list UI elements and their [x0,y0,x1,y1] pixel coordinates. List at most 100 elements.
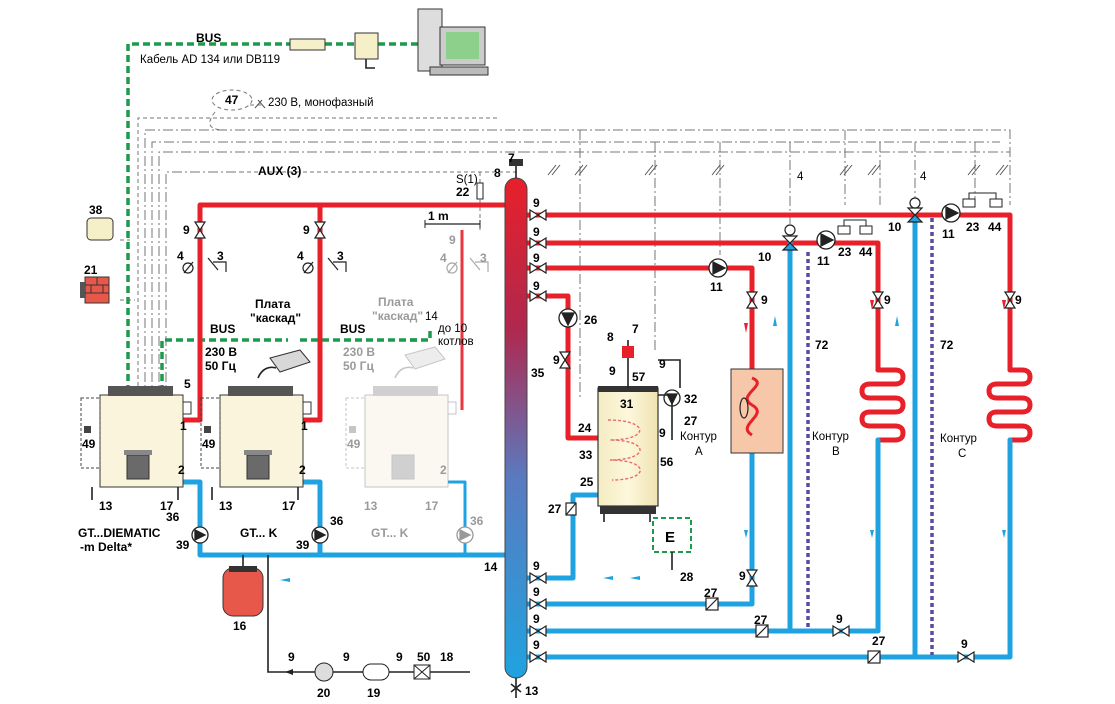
contour-a-letter: A [695,446,703,458]
label-3-c: 3 [480,251,487,265]
power-50-b: 50 Гц [343,359,374,373]
label-10-c: 10 [888,220,902,234]
label-4-c: 4 [440,251,447,265]
contour-b-word: Контур [812,431,849,443]
label-9-tank3: 9 [659,357,666,371]
label-28: 28 [680,570,694,584]
bus-label-mid2: BUS [340,322,365,336]
label-72-c: 72 [940,338,954,352]
label-9-cc-bottom: 9 [961,637,968,651]
label-9-sep5: 9 [533,559,540,573]
computer [417,8,489,76]
label-9-ca: 9 [761,293,768,307]
bus-lines [126,42,432,392]
label-9-sep8: 9 [533,638,540,652]
label-23-b: 23 [838,245,852,259]
label-27-c: 27 [872,634,886,648]
label-49-b: 49 [202,437,216,451]
dhw-tank [597,340,681,522]
pumps [191,203,961,544]
cable-label: Кабель AD 134 или DB119 [140,54,280,66]
label-8-top: 8 [494,166,501,180]
label-9-sep4: 9 [533,279,540,293]
label-36-a: 36 [166,510,180,524]
label-11-c: 11 [942,227,955,241]
plate-label-b2: "каскад" [372,309,423,323]
label-9-sep6: 9 [533,585,540,599]
cascade-board-1 [257,349,311,379]
expansion-vessel [222,555,264,617]
label-47: 47 [225,93,239,107]
label-27-tank: 27 [548,502,562,516]
label-21: 21 [84,263,98,277]
label-13-a: 13 [99,499,113,513]
label-13-c: 13 [364,499,378,513]
label-9-sep1: 9 [533,196,540,210]
cascade-board-2 [394,346,446,379]
plate-label-b1: Плата [378,295,414,309]
label-14-bottom: 14 [484,560,498,574]
boiler-1 [80,386,192,500]
label-72-b: 72 [815,338,829,352]
label-9-tank2: 9 [609,364,616,378]
label-10-b: 10 [758,250,772,264]
label-49-c: 49 [347,437,361,451]
label-18: 18 [440,650,454,664]
label-9-b: 9 [303,223,310,237]
contour-b-letter: B [832,446,840,458]
label-7-tank: 7 [632,322,639,336]
mixing-valves-10 [781,197,924,251]
e-box-label: E [665,529,675,546]
safety-groups [182,257,489,274]
label-57: 57 [632,370,646,384]
control-wiring [120,89,1011,400]
label-9-cb: 9 [884,293,891,307]
label-39-b: 39 [296,538,310,552]
circuit-c-coil [986,367,1033,458]
label-17-c: 17 [425,499,439,513]
water-supply-line [267,555,470,682]
label-27-b: 27 [754,613,768,627]
label-1m: 1 m [428,209,449,223]
return-pipes [180,215,1013,660]
label-9-tank4: 9 [659,426,666,440]
label-2-a: 2 [178,463,185,477]
label-4-a: 4 [177,249,184,263]
dimension-1m [424,182,484,228]
outdoor-sensor-21 [80,276,110,304]
label-56: 56 [660,455,674,469]
boiler1-name-line1: GT...DIEMATIC [78,526,161,540]
plate-label-a2: "каскад" [250,311,301,325]
power-230-a: 230 В [205,345,237,359]
check-valves-27 [565,502,881,664]
label-11-a: 11 [710,280,723,294]
label-8-tank: 8 [607,330,614,344]
contour-c-word: Контур [940,433,977,445]
label-26: 26 [584,313,598,327]
label-20: 20 [317,686,331,700]
boiler2-name: GT... K [240,526,278,540]
label-49-a: 49 [82,437,96,451]
label-44-c: 44 [988,220,1002,234]
contour-a-word: Контур [680,431,717,443]
flow-arrows [280,213,1006,659]
label-1-a: 1 [180,419,187,433]
label-9-ca2: 9 [739,569,746,583]
control-panel-device [289,38,326,51]
label-11-b: 11 [817,254,830,268]
label-2-c: 2 [440,463,447,477]
label-32: 32 [684,392,698,406]
label-31: 31 [620,397,634,411]
label-4-c-wire: 4 [920,171,927,183]
label-9-w3: 9 [396,650,403,664]
label-2-b: 2 [299,463,306,477]
label-5: 5 [184,377,191,391]
label-23-c: 23 [966,220,980,234]
label-25: 25 [580,475,594,489]
e-box [652,517,692,570]
label-27-a: 27 [704,586,718,600]
power-mono-label: 230 В, монофазный [268,97,374,109]
valves-9 [193,208,1017,664]
s1-label: S(1) [456,174,478,186]
